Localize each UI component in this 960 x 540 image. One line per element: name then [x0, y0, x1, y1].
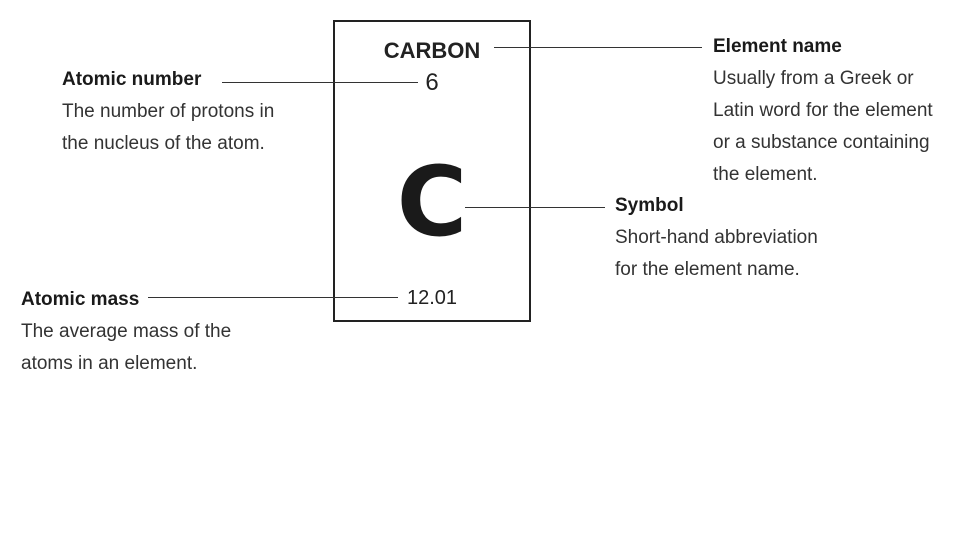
atomic-mass-value: 12.01	[406, 287, 458, 309]
symbol-description: Short-hand abbreviation for the element …	[615, 227, 818, 280]
symbol-annotation: Symbol Short-hand abbreviation for the e…	[615, 190, 855, 286]
atomic-mass-leader-line	[148, 297, 398, 298]
element-name-annotation: Element name Usually from a Greek or Lat…	[713, 31, 953, 191]
atomic-number-description: The number of protons in the nucleus of …	[62, 101, 275, 154]
atomic-mass-title: Atomic mass	[21, 289, 140, 310]
element-name-text: CARBON	[383, 38, 481, 63]
symbol-leader-line	[465, 207, 605, 208]
element-name-title: Element name	[713, 36, 842, 57]
element-name-leader-line	[494, 47, 702, 48]
element-symbol: C	[396, 146, 468, 258]
atomic-mass-description: The average mass of the atoms in an elem…	[21, 321, 232, 374]
atomic-number-annotation: Atomic number The number of protons in t…	[62, 64, 322, 160]
atomic-number-leader-line	[222, 82, 418, 83]
symbol-title: Symbol	[615, 195, 684, 216]
element-name-description: Usually from a Greek or Latin word for t…	[713, 68, 933, 185]
atomic-number-value: 6	[425, 69, 439, 96]
atomic-mass-annotation: Atomic mass The average mass of the atom…	[21, 284, 281, 380]
element-card: CARBON 6 C 12.01	[333, 20, 531, 322]
atomic-number-title: Atomic number	[62, 69, 202, 90]
